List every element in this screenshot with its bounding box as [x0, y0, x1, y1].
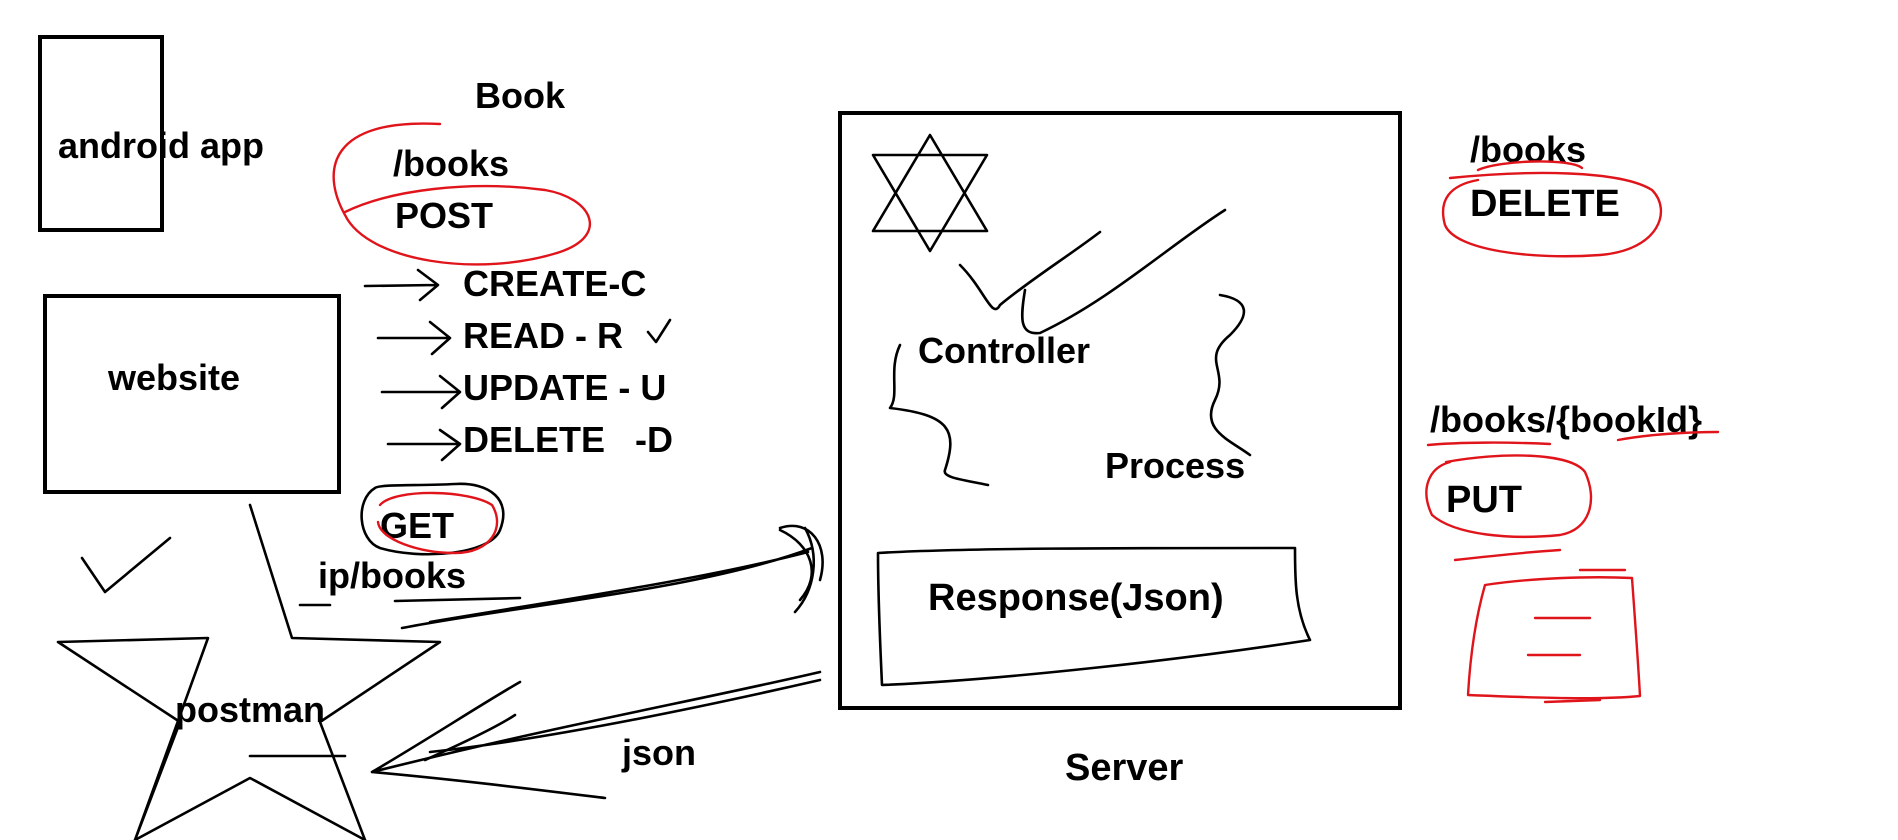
postman-star-lower — [133, 776, 367, 840]
request-arrow-stroke — [793, 526, 816, 614]
get-path-label: ip/books — [318, 555, 466, 596]
website-box — [43, 294, 341, 494]
star-of-david-icon — [871, 133, 989, 253]
post-method-label: POST — [395, 195, 493, 236]
arrow-right-icon — [380, 374, 462, 410]
server-sketch-line — [1209, 293, 1252, 457]
delete-red-circle — [1441, 171, 1662, 258]
server-sketch-line — [888, 343, 990, 487]
right-endpoints: /books DELETE /books/{bookId} PUT — [1425, 129, 1720, 704]
android-app-label: android app — [58, 125, 264, 166]
put-red-stroke — [1453, 548, 1562, 562]
response-arrow-stroke — [423, 713, 517, 762]
post-red-circle — [332, 122, 592, 266]
website-client: website — [43, 294, 341, 494]
get-method-label: GET — [380, 505, 454, 546]
put-method-label: PUT — [1446, 479, 1522, 521]
read-check-icon — [646, 318, 672, 344]
crud-read: READ - R — [463, 315, 623, 356]
arrow-right-icon — [386, 428, 462, 462]
checkmark-icon — [958, 230, 1102, 311]
put-red-circle — [1425, 454, 1593, 538]
postman-star-icon — [56, 503, 442, 840]
books-red-underline — [1476, 160, 1584, 172]
response-arrow-icon — [370, 670, 822, 800]
book-id-red-underline — [1616, 430, 1720, 442]
crud-delete: DELETE -D — [463, 419, 673, 460]
android-app-client: android app — [38, 35, 264, 232]
get-black-circle — [360, 482, 505, 556]
get-path-underline — [393, 596, 522, 603]
server-box — [838, 111, 1402, 710]
android-app-box — [38, 35, 164, 232]
document-red-lines — [1526, 568, 1627, 704]
crud-create: CREATE-C — [463, 263, 646, 304]
books-id-path-label: /books/{bookId} — [1430, 399, 1702, 440]
checkmark-icon — [80, 536, 172, 594]
books-path-label: /books — [393, 143, 509, 184]
website-label: website — [107, 357, 240, 398]
book-resource-title: Book — [475, 75, 566, 116]
crud-update: UPDATE - U — [463, 367, 666, 408]
arrow-right-icon — [376, 320, 452, 356]
response-label: Response(Json) — [928, 577, 1224, 619]
get-red-circle — [376, 491, 499, 555]
server-label: Server — [1065, 747, 1184, 789]
delete-method-label: DELETE — [1470, 183, 1620, 225]
process-label: Process — [1105, 445, 1245, 486]
arrow-right-icon — [363, 268, 440, 302]
api-definition: Book /books POST CREATE-C READ - R UPDAT… — [298, 75, 696, 773]
postman-client: postman — [56, 503, 442, 840]
books-id-red-underline — [1426, 441, 1552, 447]
json-label: json — [621, 732, 696, 773]
server: Controller Process Response(Json) Server — [838, 111, 1402, 789]
response-box — [876, 546, 1312, 687]
controller-label: Controller — [918, 330, 1090, 371]
request-arrow-icon — [400, 524, 824, 630]
server-sketch-line — [1020, 208, 1227, 335]
document-red-sketch — [1466, 576, 1642, 700]
postman-label: postman — [175, 689, 325, 730]
